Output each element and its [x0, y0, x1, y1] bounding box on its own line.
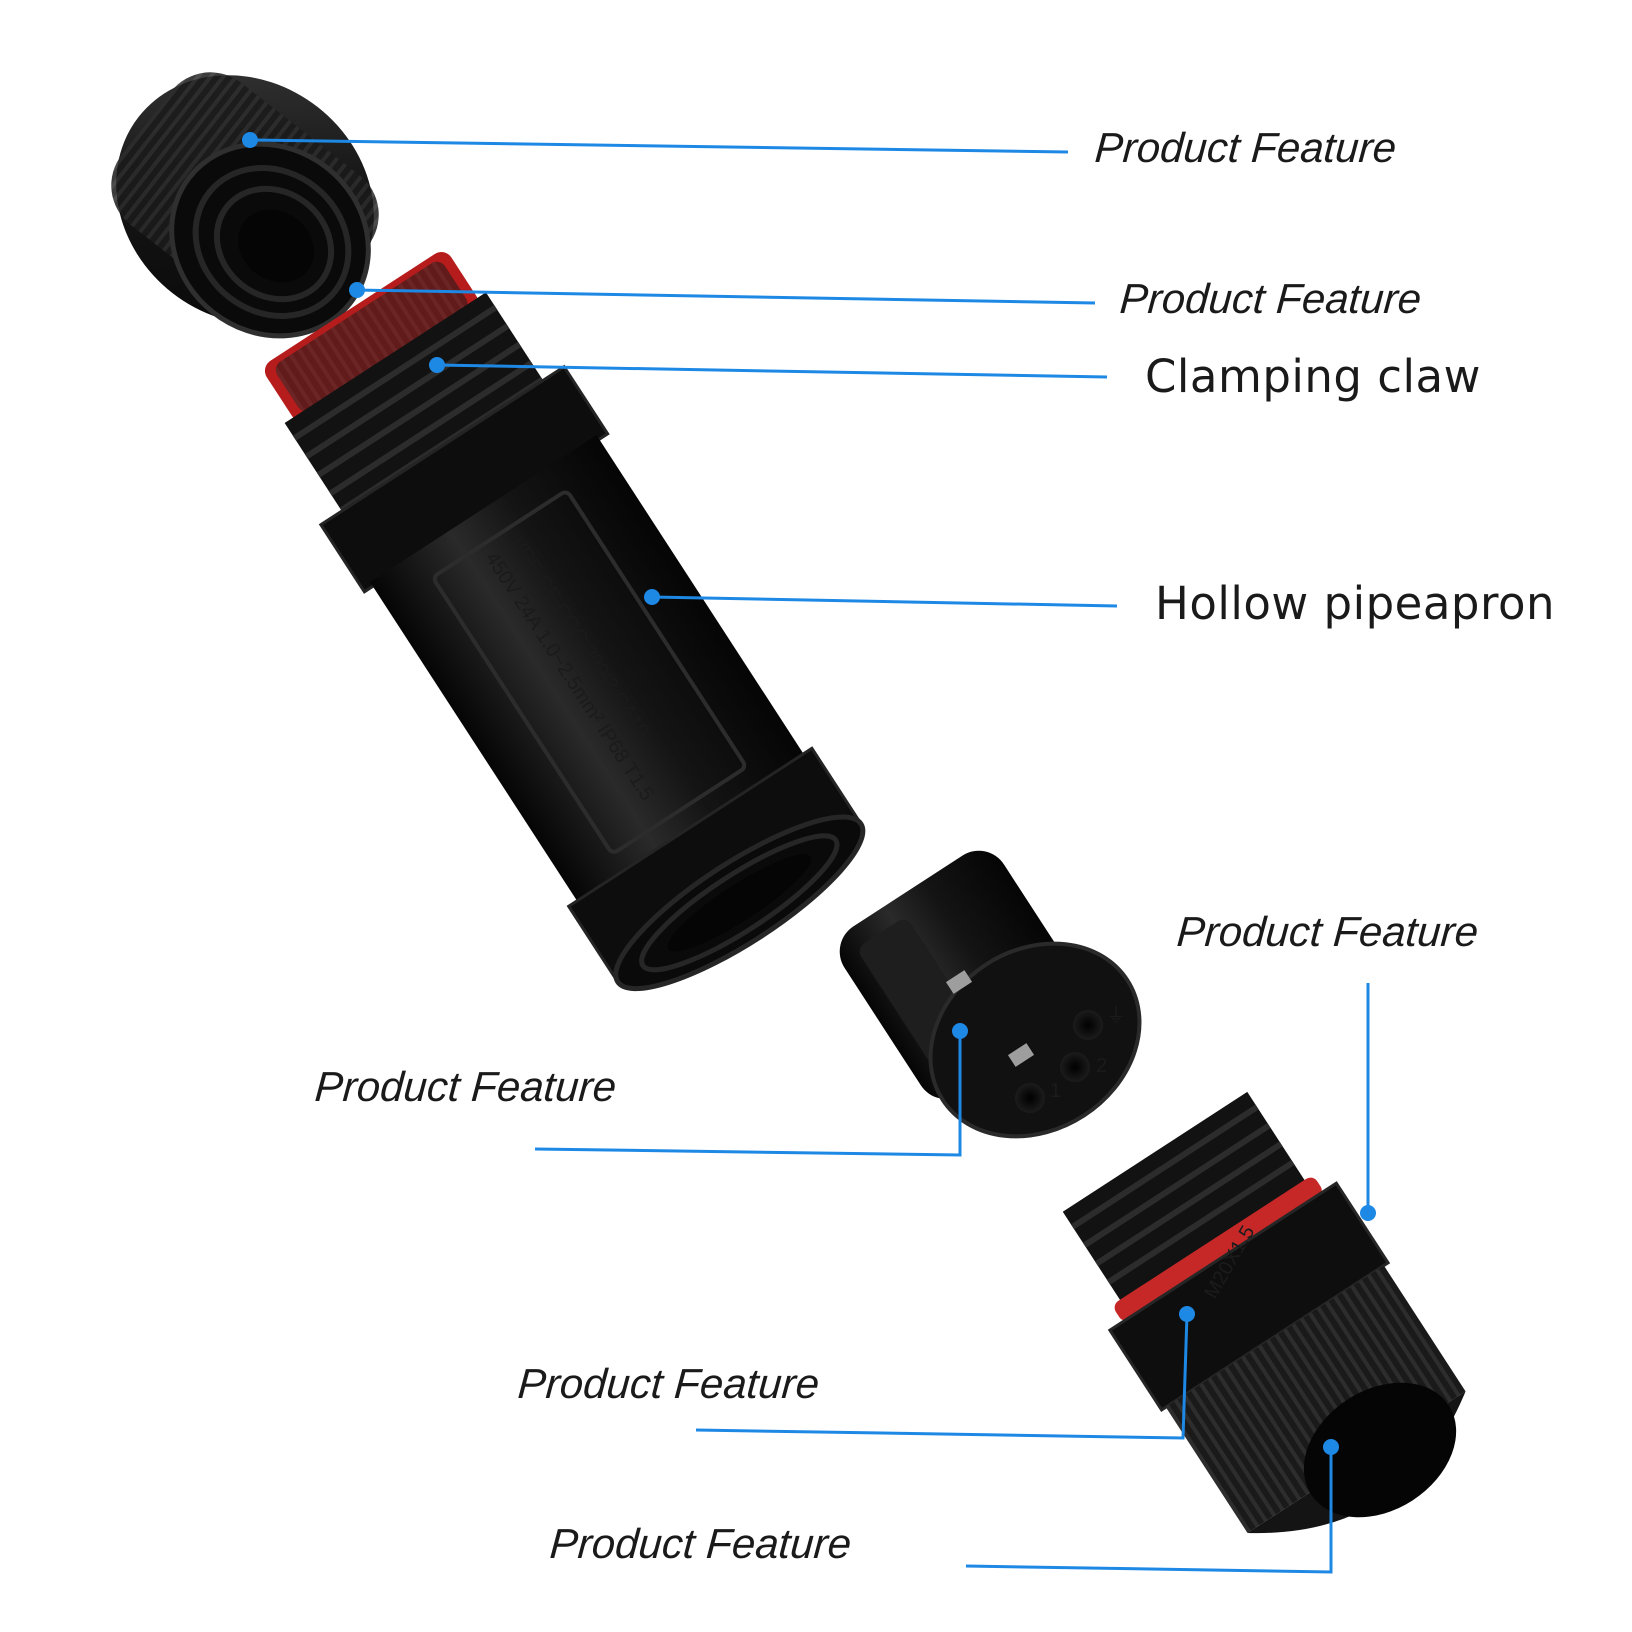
terminal-mark-1: 1	[1050, 1080, 1061, 1102]
callout-dot-7	[1179, 1306, 1195, 1322]
callout-line-7	[695, 1313, 1189, 1440]
cable-gland	[1062, 1091, 1466, 1533]
callout-dot-8	[1323, 1439, 1339, 1455]
main-housing	[264, 252, 866, 992]
callout-label-hollow-pipeapron: Hollow pipeapron	[1155, 577, 1556, 630]
callout-label-red-seal: Product Feature	[1118, 275, 1423, 322]
callout-line-3	[436, 363, 1108, 379]
hex-nut	[1107, 1181, 1391, 1412]
callout-line-2	[356, 288, 1096, 305]
callout-line-4	[651, 595, 1118, 608]
callout-label-gland-cap: Product Feature	[548, 1520, 853, 1567]
callout-line-1	[249, 138, 1069, 154]
callout-line-5	[534, 1031, 962, 1157]
callout-line-8	[965, 1447, 1333, 1574]
callout-dot-1	[242, 132, 258, 148]
terminal-mark-2: 2	[1096, 1055, 1107, 1077]
callout-label-o-ring: Product Feature	[516, 1360, 821, 1407]
callout-label-terminal-block: Product Feature	[313, 1063, 618, 1110]
callout-label-end-cap: Product Feature	[1093, 124, 1398, 171]
thread-section	[284, 292, 546, 516]
o-ring	[1114, 1177, 1322, 1321]
callout-dot-2	[349, 282, 365, 298]
callout-label-hex-nut: Product Feature	[1175, 908, 1480, 955]
callout-lines	[249, 138, 1370, 1574]
callout-label-clamping-claw: Clamping claw	[1145, 350, 1481, 403]
callout-dot-6	[1360, 1205, 1376, 1221]
callout-dots	[242, 132, 1376, 1455]
terminal-mark-ground: ⏚	[1106, 1005, 1126, 1027]
callout-dot-3	[429, 357, 445, 373]
callout-dot-4	[644, 589, 660, 605]
terminal-block: 1 2 ⏚	[839, 850, 1142, 1139]
callout-dot-5	[952, 1023, 968, 1039]
end-cap	[111, 72, 379, 339]
